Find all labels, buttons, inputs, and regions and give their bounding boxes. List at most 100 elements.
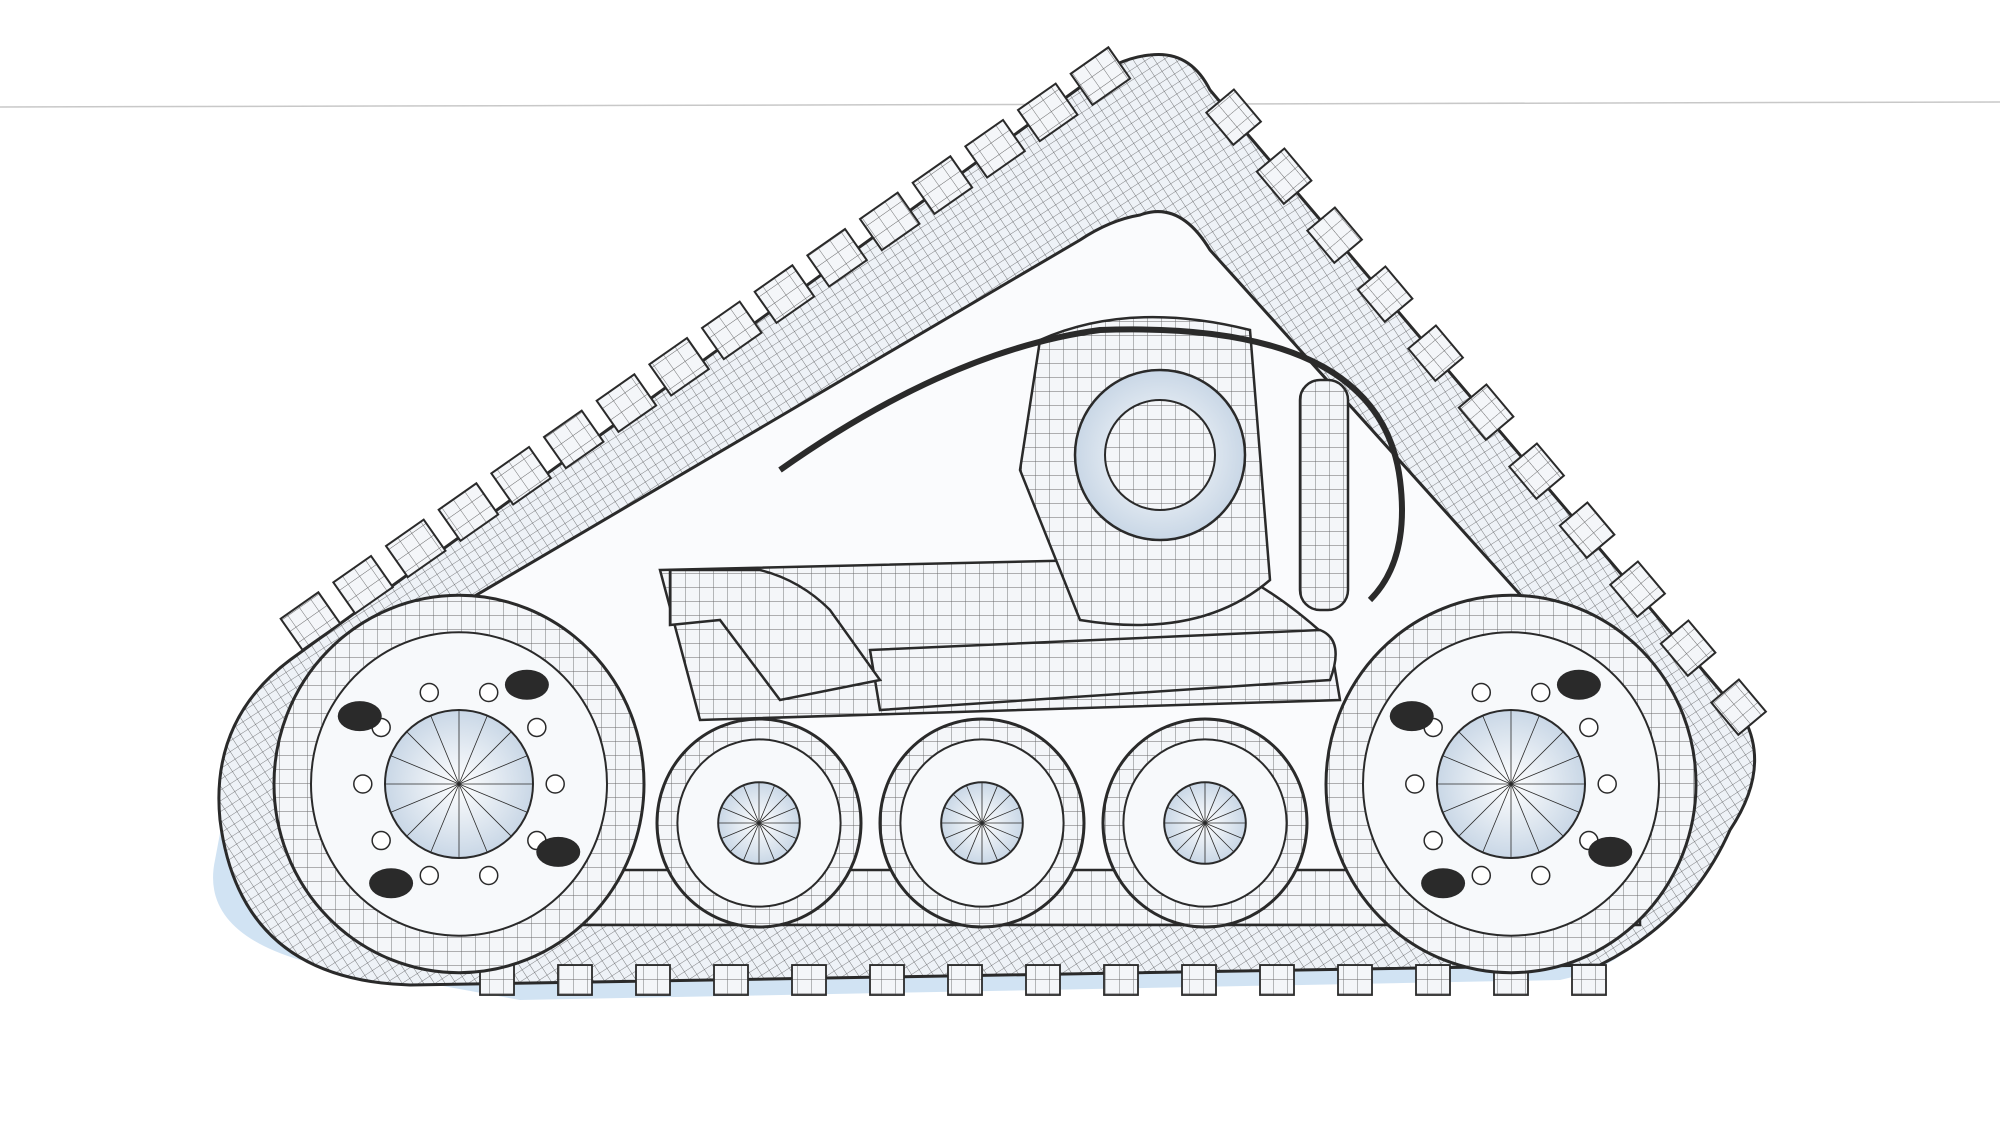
tread-lug [1608, 560, 1667, 619]
hub-spoke-line [1458, 783, 1512, 837]
hub-spoke-line [458, 783, 512, 837]
hub-spoke-line [981, 822, 1012, 853]
wheel-bolt [545, 774, 565, 794]
hub-spoke-line [952, 793, 983, 824]
tread-lug [557, 964, 593, 996]
wheel-bolt [1423, 830, 1443, 851]
tread-lug [437, 481, 500, 543]
tread-lug [858, 191, 921, 252]
tread-lug [1181, 964, 1217, 996]
tread-lug [1558, 501, 1616, 560]
hub-spoke-line [758, 785, 775, 824]
tread-lug [331, 554, 395, 615]
tread-lug [647, 336, 711, 397]
hub-spoke-line [758, 822, 775, 861]
tread-lug [1659, 619, 1717, 678]
tread-lug [1069, 45, 1132, 107]
rim-cutout [1556, 669, 1601, 700]
hub-spoke-line [1204, 822, 1235, 853]
tread-lug [1103, 964, 1139, 996]
hub-spoke-line [458, 731, 512, 785]
hub-spoke-line [406, 783, 460, 837]
hub-spoke-line [1167, 807, 1206, 824]
hub-spoke-line [981, 793, 1012, 824]
hub-spoke-line [1510, 715, 1540, 785]
hub-spoke-line [944, 807, 983, 824]
tread-lug [791, 964, 827, 996]
tread-lug [805, 227, 869, 288]
wheel-bolt [371, 830, 391, 851]
roller-wheel-2 [878, 717, 1086, 929]
rim-cutout [1588, 836, 1633, 867]
hub-spoke-line [390, 783, 460, 813]
hub-spoke-line [758, 822, 789, 853]
hub-spoke-line [981, 785, 998, 824]
tread-lug [1255, 147, 1313, 206]
tread-lug [1204, 88, 1263, 147]
tread-lug [1016, 82, 1079, 143]
hub-spoke-line [1442, 783, 1512, 813]
tread-lug [1457, 383, 1515, 442]
wheel-bolt [478, 865, 499, 886]
tread-lug [1337, 964, 1373, 996]
swing-arm [868, 628, 1337, 712]
hub-spoke-line [729, 793, 760, 824]
tread-lug [1406, 324, 1465, 383]
hub-spoke-line [944, 822, 983, 839]
hub-spoke-line [1482, 783, 1512, 853]
wheel-bolt [527, 717, 547, 738]
pivot-hub-center [1104, 399, 1216, 511]
tread-lug [1709, 678, 1768, 737]
tread-lug [753, 263, 816, 325]
wheel-bolt [419, 865, 440, 886]
hub-spoke-line [1510, 783, 1580, 813]
hub-spoke-line [1189, 785, 1206, 824]
roller-wheel-1 [655, 717, 863, 929]
hub-spoke-line [743, 822, 760, 861]
hub-spoke-line [1189, 822, 1206, 861]
wheel-bolt [1530, 682, 1551, 703]
roller-wheel-3 [1101, 717, 1309, 929]
hub-spoke-line [1175, 793, 1206, 824]
tread-lug [384, 518, 447, 579]
hub-spoke-line [743, 785, 760, 824]
horizon-line [0, 101, 2000, 108]
hub-spoke-line [1510, 783, 1564, 837]
hub-spoke-line [430, 783, 460, 853]
hub-spoke-line [430, 715, 460, 785]
tread-lug [279, 590, 342, 652]
tread-lug [911, 154, 974, 216]
wheel-bolt [1405, 774, 1425, 794]
tread-lug [1415, 964, 1451, 996]
tread-lug [1356, 265, 1414, 324]
wheel-bolt [1471, 865, 1492, 886]
hub-spoke-line [952, 822, 983, 853]
hub-spoke-line [721, 807, 760, 824]
hydraulic-cylinder [1298, 378, 1350, 612]
wheels [272, 593, 1698, 975]
wheel-bolt [478, 682, 499, 703]
tread-lug [635, 964, 671, 996]
hub-spoke-line [758, 822, 797, 839]
wheel-bolt [1530, 865, 1551, 886]
left-arm [668, 568, 883, 702]
tread-lug [1507, 442, 1566, 501]
hub-spoke-line [1510, 731, 1564, 785]
hub-spoke-line [458, 755, 528, 785]
hub-spoke-line [758, 793, 789, 824]
hub-spoke-line [458, 783, 488, 853]
hub-spoke-line [721, 822, 760, 839]
hub-spoke-line [1204, 785, 1221, 824]
front-idler-wheel [272, 593, 646, 975]
tread-lug [1571, 964, 1607, 996]
rim-cutout [369, 868, 414, 899]
tread-lugs [279, 45, 1768, 737]
rear-drive-wheel [1324, 593, 1698, 975]
hub-spoke-line [1167, 822, 1206, 839]
bottom-tread-lugs [479, 964, 1607, 996]
tread-lug [869, 964, 905, 996]
rim-cutout [536, 836, 581, 867]
hub-spoke-line [981, 822, 1020, 839]
